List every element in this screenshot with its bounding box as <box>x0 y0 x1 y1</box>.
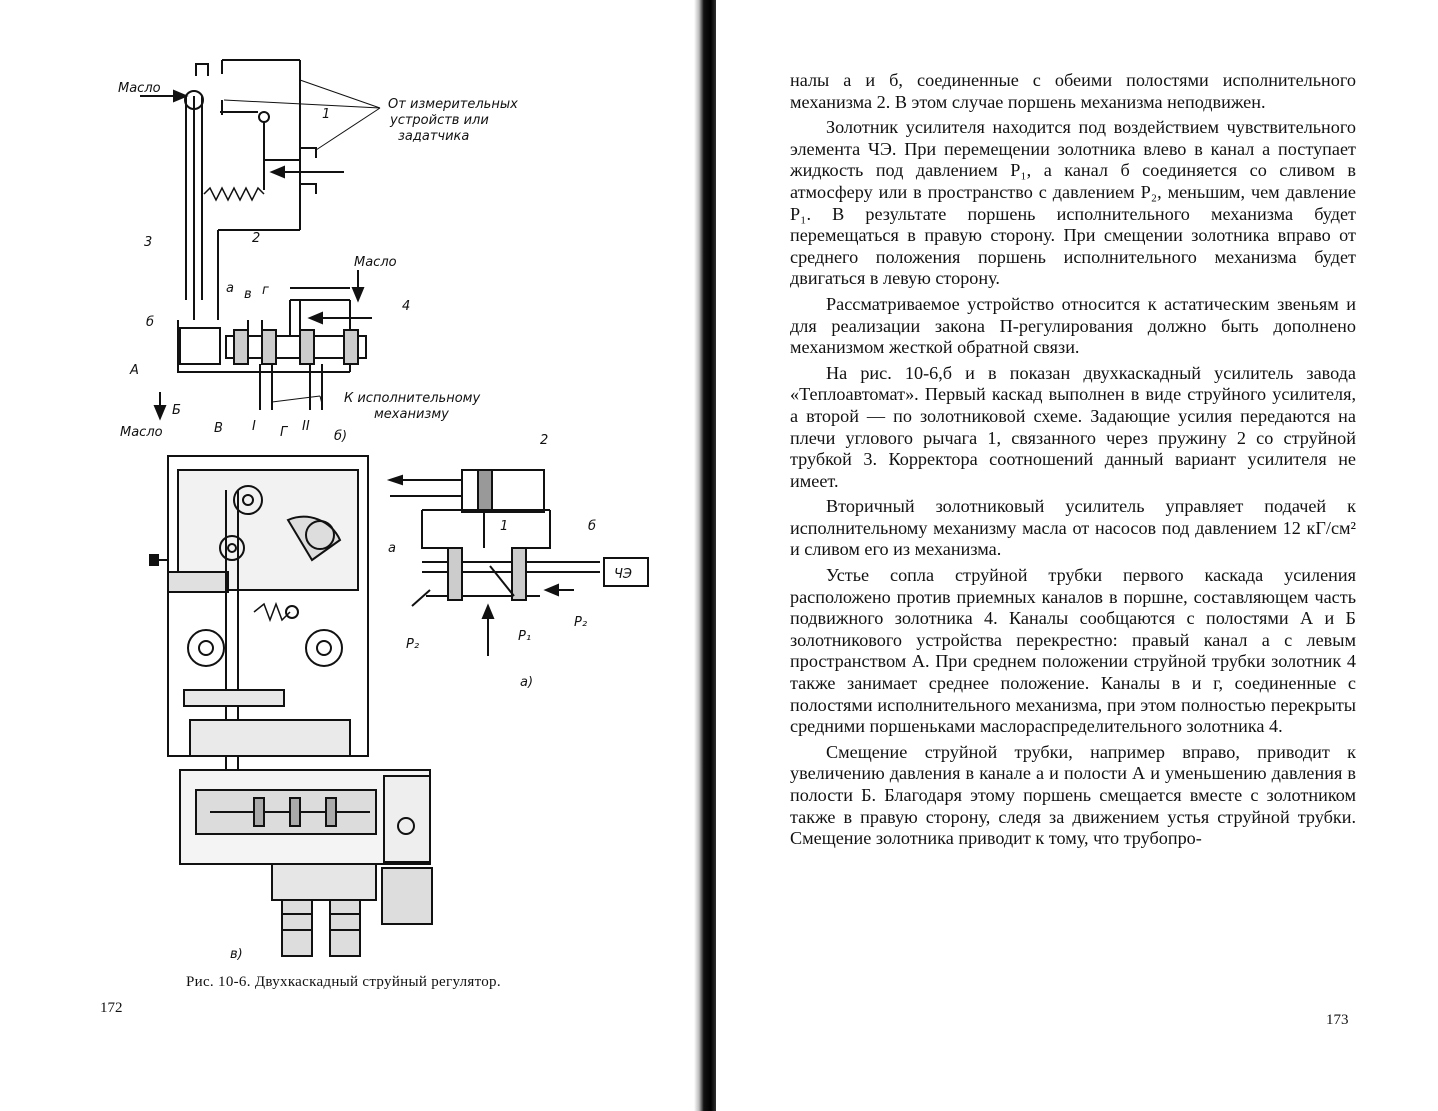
page-number-left: 172 <box>100 1000 123 1016</box>
label-num-4: 4 <box>402 299 410 314</box>
paragraph: Золотник усилителя находится под воздейс… <box>790 117 1356 289</box>
label-II: II <box>302 419 310 434</box>
label-oil-bottom: Масло <box>120 425 163 440</box>
label-a: а <box>226 281 234 296</box>
label-fig-a-che: ЧЭ <box>614 567 632 582</box>
label-oil-mid: Масло <box>354 255 397 270</box>
label-A: А <box>129 363 139 378</box>
label-fig-a-p2-left: P₂ <box>406 637 419 652</box>
paragraph: Смещение струйной трубки, например вправ… <box>790 741 1356 849</box>
paragraph: Рассматриваемое устройство относится к а… <box>790 293 1356 358</box>
label-from-devices-2: устройств или <box>389 113 489 128</box>
paragraph: налы а и б, соединенные с обеими полостя… <box>790 70 1356 112</box>
label-num-3: 3 <box>144 235 152 250</box>
label-b: б <box>146 315 154 330</box>
label-v: в <box>244 287 252 302</box>
paragraph: Вторичный золотниковый усилитель управля… <box>790 496 1356 560</box>
body-text: налы а и б, соединенные с обеими полостя… <box>790 70 1356 854</box>
label-fig-a-a: а <box>388 541 396 556</box>
left-page: Масло От измерительных устройств или зад… <box>0 0 700 1111</box>
label-fig-a-p1: P₁ <box>518 629 531 644</box>
right-page: налы а и б, соединенные с обеими полостя… <box>716 0 1438 1111</box>
label-B: Б <box>172 403 181 418</box>
figure-a-labels: 2 1 а б ЧЭ P₂ P₁ P₂ а) <box>388 433 632 690</box>
label-sub-b: б) <box>334 429 347 444</box>
label-from-devices-1: От измерительных <box>388 97 518 112</box>
label-num-1: 1 <box>322 107 330 122</box>
label-V: В <box>214 421 223 436</box>
label-fig-a-p2-right: P₂ <box>574 615 587 630</box>
figure-a-scheme <box>386 469 649 656</box>
label-fig-a-b: б <box>588 519 596 534</box>
label-G: Г <box>280 425 289 440</box>
label-I: I <box>252 419 256 434</box>
label-to-actuator-2: механизму <box>374 407 449 422</box>
label-sub-a: а) <box>520 675 533 690</box>
paragraph: Устье сопла струйной трубки первого каск… <box>790 565 1356 737</box>
figure-b-labels: Масло От измерительных устройств или зад… <box>118 81 518 444</box>
figure-b-schematic <box>140 59 381 421</box>
figure-v-cross-section <box>149 455 433 957</box>
label-sub-v: в) <box>230 947 243 962</box>
label-oil-top: Масло <box>118 81 161 96</box>
label-fig-a-1: 1 <box>500 519 508 534</box>
label-from-devices-3: задатчика <box>398 129 469 144</box>
label-fig-a-2: 2 <box>540 433 548 448</box>
page-number-right: 173 <box>1326 1012 1349 1028</box>
figure-10-6: Масло От измерительных устройств или зад… <box>118 59 649 962</box>
paragraph: На рис. 10-6,б и в показан двухкаскадный… <box>790 362 1356 491</box>
figure-caption: Рис. 10-6. Двухкаскадный струйный регуля… <box>186 974 501 990</box>
label-to-actuator-1: К исполнительному <box>344 391 480 406</box>
label-num-2: 2 <box>252 231 260 246</box>
label-g: г <box>262 283 269 298</box>
